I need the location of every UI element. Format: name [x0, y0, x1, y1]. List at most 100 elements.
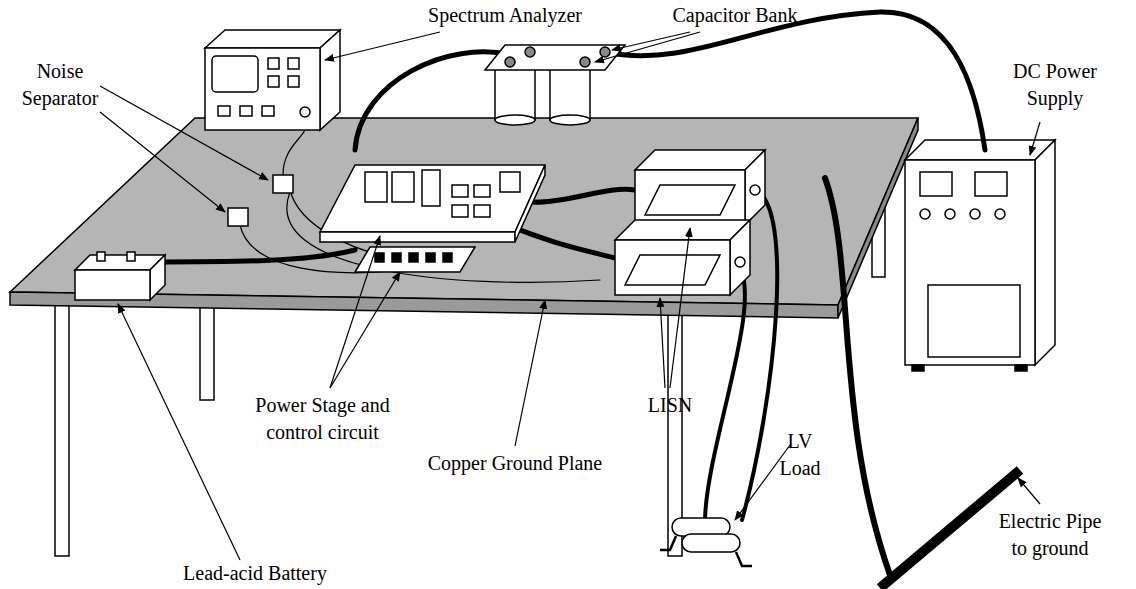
- control-circuit-board-part: [426, 253, 435, 262]
- spectrum-analyzer-part: [262, 106, 274, 116]
- lisn-boxes-part: [645, 185, 735, 215]
- callout-label: Noise Separator: [0, 58, 120, 112]
- leader-lines: [100, 32, 1040, 560]
- capacitor-bank-part: [525, 47, 535, 57]
- lead-acid-battery-part: [127, 252, 135, 261]
- dc-power-supply-part: [905, 160, 1035, 365]
- capacitor-bank-part: [495, 115, 535, 125]
- control-circuit-board-part: [409, 253, 418, 262]
- power-stage-board-part: [320, 165, 545, 232]
- dc-power-supply: [905, 140, 1055, 371]
- callout-label: DC Power Supply: [990, 58, 1120, 112]
- spectrum-analyzer-part: [288, 76, 299, 87]
- leader-lines-part: [100, 86, 268, 180]
- dc-power-supply-part: [1015, 365, 1027, 371]
- lead-acid-battery-part: [75, 270, 150, 300]
- spectrum-analyzer-part: [218, 106, 230, 116]
- power-stage-board-part: [452, 185, 468, 197]
- spectrum-analyzer-part: [205, 30, 340, 48]
- capacitor-bank-part: [495, 68, 535, 120]
- callout-label: Spectrum Analyzer: [380, 2, 630, 29]
- power-stage-board-part: [474, 185, 490, 197]
- lisn-boxes-part: [615, 220, 750, 240]
- dc-power-supply-part: [1035, 140, 1055, 365]
- capacitor-bank-part: [600, 47, 610, 57]
- noise-separators-part: [273, 175, 293, 193]
- lisn-boxes-part: [745, 150, 765, 225]
- lisn-boxes-part: [735, 257, 745, 267]
- leader-lines-part: [660, 298, 665, 388]
- power-stage-board-part: [500, 172, 520, 192]
- capacitor-bank-part: [580, 57, 590, 67]
- leader-lines-part: [1030, 122, 1040, 155]
- dc-power-supply-part: [912, 365, 924, 371]
- power-stage-board-part: [452, 205, 468, 217]
- copper-ground-plane-part: [10, 118, 918, 305]
- power-stage-board-part: [474, 205, 490, 217]
- cables-part: [825, 178, 890, 575]
- dc-power-supply-part: [975, 172, 1007, 196]
- dc-power-supply-part: [920, 172, 952, 196]
- capacitor-bank-part: [550, 115, 590, 125]
- lisn-boxes-part: [635, 150, 765, 170]
- noise-separators-part: [228, 208, 248, 226]
- dc-power-supply-part: [928, 285, 1020, 357]
- cables-part: [283, 130, 305, 175]
- spectrum-analyzer-part: [212, 56, 258, 92]
- power-stage-board-part: [422, 170, 440, 206]
- table-legs-part: [55, 300, 69, 556]
- callout-label: Capacitor Bank: [640, 2, 830, 29]
- cables-part: [605, 12, 985, 150]
- leader-lines-part: [735, 445, 790, 520]
- spectrum-analyzer-part: [205, 48, 320, 130]
- copper-ground-plane: [10, 118, 918, 318]
- leader-lines-part: [330, 236, 380, 388]
- power-stage-board-part: [365, 172, 387, 202]
- table-legs-part: [200, 305, 214, 400]
- lisn-boxes-part: [750, 185, 760, 195]
- capacitor-bank: [485, 45, 625, 125]
- callout-label: LV Load: [770, 428, 830, 482]
- control-circuit-board-part: [375, 253, 384, 262]
- leader-lines-part: [100, 112, 225, 212]
- leader-lines-part: [330, 272, 400, 388]
- callout-label: Copper Ground Plane: [405, 450, 625, 477]
- spectrum-analyzer-part: [288, 58, 299, 69]
- leader-lines-part: [515, 300, 545, 446]
- control-circuit-board: [355, 247, 475, 272]
- lead-acid-battery-part: [150, 255, 165, 300]
- lisn-boxes: [615, 150, 765, 295]
- spectrum-analyzer: [205, 30, 340, 130]
- lisn-boxes-part: [730, 220, 750, 295]
- lv-load-resistors: [660, 518, 752, 566]
- capacitor-bank-part: [550, 68, 590, 120]
- dc-power-supply-part: [970, 209, 980, 219]
- capacitor-bank-part: [485, 45, 625, 70]
- callout-label: Power Stage and control circuit: [235, 392, 410, 446]
- leader-lines-part: [670, 228, 690, 388]
- control-circuit-board-part: [355, 247, 475, 272]
- leader-lines-part: [595, 32, 700, 62]
- lisn-boxes-part: [635, 170, 745, 225]
- cables-part: [705, 265, 745, 522]
- dc-power-supply-part: [920, 209, 930, 219]
- dc-power-supply-part: [905, 140, 1055, 160]
- capacitor-bank-part: [505, 57, 515, 67]
- dc-power-supply-part: [995, 209, 1005, 219]
- spectrum-analyzer-part: [268, 76, 279, 87]
- spectrum-analyzer-part: [300, 107, 310, 117]
- leader-lines-part: [612, 32, 690, 50]
- noise-separators: [228, 175, 293, 226]
- callout-label: Electric Pipe to ground: [990, 508, 1110, 562]
- control-circuit-board-part: [443, 253, 452, 262]
- leader-lines-part: [118, 304, 240, 560]
- control-circuit-board-part: [392, 253, 401, 262]
- power-stage-board: [320, 165, 545, 242]
- power-stage-board-part: [320, 232, 515, 242]
- lead-acid-battery: [75, 252, 165, 300]
- cables: [150, 12, 985, 575]
- lisn-boxes-part: [625, 255, 720, 285]
- leader-lines-part: [325, 32, 440, 60]
- dc-power-supply-part: [945, 209, 955, 219]
